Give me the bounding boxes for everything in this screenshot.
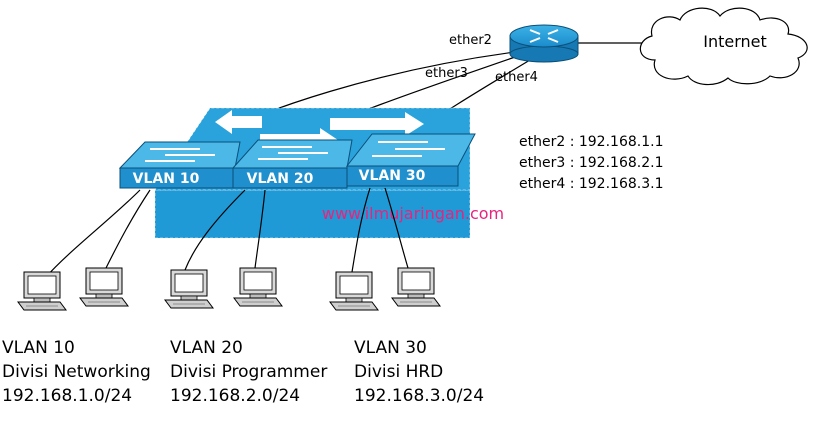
ip-entry-ether4: ether4 : 192.168.3.1 — [519, 176, 663, 192]
cable-pc3 — [184, 189, 246, 271]
cable-pc2 — [104, 189, 151, 271]
group-subnet-20: 192.168.2.0/24 — [170, 386, 300, 406]
cable-pc5 — [351, 187, 371, 273]
group-division-10: Divisi Networking — [2, 362, 151, 382]
group-division-20: Divisi Programmer — [170, 362, 327, 382]
switch-arrows-icon — [258, 146, 328, 160]
switch-label-vlan-20: VLAN 20 — [247, 171, 314, 187]
switch-vlan-10 — [118, 141, 241, 189]
computer-icon — [391, 267, 441, 307]
switch-arrows-icon — [145, 148, 215, 162]
watermark: www.ilmujaringan.com — [322, 204, 504, 223]
internet-label: Internet — [703, 32, 767, 51]
computer-icon — [233, 267, 283, 307]
ip-entry-ether3: ether3 : 192.168.2.1 — [519, 155, 663, 171]
switch-vlan-30 — [345, 133, 476, 187]
cable-pc6 — [384, 187, 409, 269]
group-vlan-label-30: VLAN 30 — [354, 338, 427, 358]
computer-icon — [79, 267, 129, 307]
cable-pc4 — [254, 189, 266, 269]
switch-label-vlan-10: VLAN 10 — [133, 171, 200, 187]
computer-icon — [329, 271, 379, 311]
router-arrows-icon — [529, 29, 559, 43]
router-port-ether3: ether3 — [425, 66, 468, 81]
cable-pc1 — [44, 189, 141, 279]
router-port-ether2: ether2 — [449, 33, 492, 48]
internet-cloud — [639, 7, 808, 86]
computer-icon — [17, 271, 67, 311]
router-port-ether4: ether4 — [495, 70, 538, 85]
ip-entry-ether2: ether2 : 192.168.1.1 — [519, 134, 663, 150]
group-subnet-10: 192.168.1.0/24 — [2, 386, 132, 406]
group-division-30: Divisi HRD — [354, 362, 443, 382]
router — [509, 24, 579, 63]
group-vlan-label-20: VLAN 20 — [170, 338, 243, 358]
computer-icon — [164, 269, 214, 309]
switch-arrows-icon — [372, 141, 445, 157]
switch-vlan-20 — [231, 139, 353, 189]
group-vlan-label-10: VLAN 10 — [2, 338, 75, 358]
group-subnet-30: 192.168.3.0/24 — [354, 386, 484, 406]
switch-label-vlan-30: VLAN 30 — [359, 168, 426, 184]
